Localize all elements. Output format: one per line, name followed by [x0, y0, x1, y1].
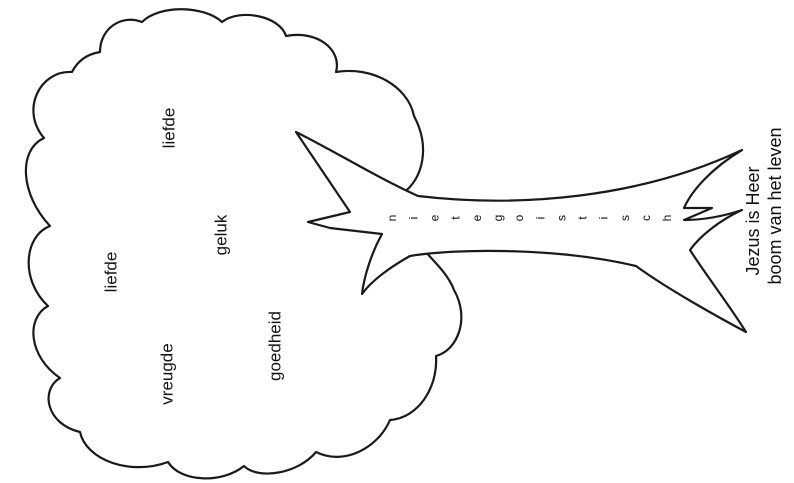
trunk-letter: s [554, 215, 568, 221]
crown-word-vreugde: vreugde [157, 343, 176, 404]
trunk-letter: s [618, 215, 632, 221]
trunk-letter: c [639, 215, 653, 221]
trunk-letter: g [491, 215, 505, 222]
trunk-letter: h [660, 215, 674, 222]
caption-line-2: boom van het leven [765, 127, 785, 284]
trunk-letter: i [597, 217, 611, 220]
trunk-letter: o [512, 214, 526, 221]
crown-word-liefde-left: liefde [101, 252, 120, 293]
crown-word-geluk: geluk [211, 214, 230, 255]
crown-word-liefde-top: liefde [159, 108, 178, 149]
caption-line-1: Jezus is Heer [743, 166, 763, 275]
crown-word-goedheid: goedheid [265, 311, 284, 381]
trunk-letter: n [385, 215, 399, 222]
trunk-letter: e [427, 214, 441, 221]
trunk-letter: e [470, 214, 484, 221]
trunk-letter: i [406, 217, 420, 220]
trunk-letter: i [533, 217, 547, 220]
